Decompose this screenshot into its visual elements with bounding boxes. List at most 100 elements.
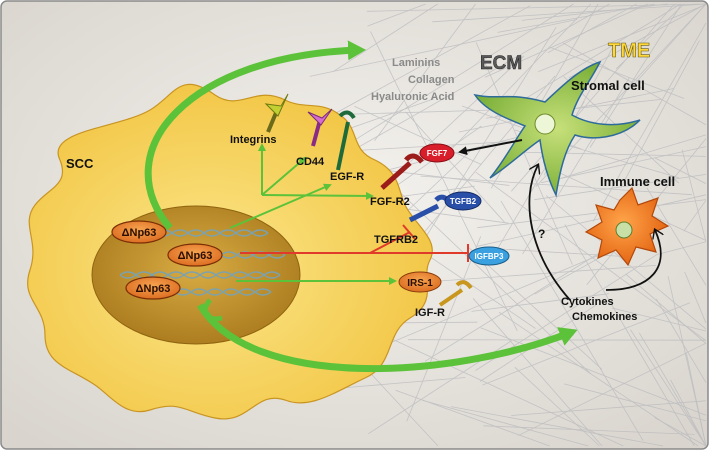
igf-r-receptor <box>438 280 473 307</box>
cytokines-label: Cytokines <box>561 296 614 308</box>
cd44-label: CD44 <box>296 156 325 168</box>
ecm-fiber <box>657 241 707 255</box>
ecm-fiber <box>432 3 707 23</box>
fgf-r2-label: FGF-R2 <box>370 196 410 208</box>
egf-r-receptor <box>336 110 356 171</box>
np63-bot: ΔNp63 <box>125 276 181 300</box>
ecm-fiber <box>681 149 707 242</box>
ecm-fiber <box>320 3 574 162</box>
ecm-fiber <box>511 400 707 416</box>
tgfb2-label: TGFB2 <box>450 197 477 206</box>
ecm-fiber <box>630 329 707 447</box>
stromal-cell <box>473 60 641 198</box>
cd44-receptor <box>307 108 333 147</box>
np63-bot-label: ΔNp63 <box>136 283 171 295</box>
scc-label: SCC <box>66 156 94 171</box>
ecm-fiber <box>654 417 707 447</box>
activation-arrows <box>229 143 397 285</box>
ecm-fiber <box>510 3 675 192</box>
np63-top-label: ΔNp63 <box>122 227 157 239</box>
ecm-fiber <box>451 406 664 447</box>
arrow-cytokines-to-stromal <box>528 165 571 301</box>
tgfb2-ligand: TGFB2 <box>444 191 482 211</box>
np63-mid: ΔNp63 <box>167 243 223 267</box>
ecm-fiber <box>440 3 592 161</box>
chemokines-label: Chemokines <box>572 311 637 323</box>
ecm-fiber <box>353 320 624 447</box>
ecm-fiber <box>437 265 656 282</box>
ecm-fiber <box>484 3 648 78</box>
irs1-molecule: IRS-1 <box>398 271 442 293</box>
ecm-fiber <box>422 399 589 447</box>
hyaluronic-acid-label: Hyaluronic Acid <box>371 91 454 103</box>
ecm-fiber <box>563 383 707 422</box>
ecm-fiber <box>405 111 506 224</box>
ecm-fiber <box>534 174 707 201</box>
ecm-fiber <box>538 4 707 72</box>
egf-r-label: EGF-R <box>330 171 364 183</box>
ecm-fiber <box>322 5 531 121</box>
ecm-fiber <box>517 342 707 437</box>
immune-cell <box>584 186 670 267</box>
arrow-to-cytokines <box>196 303 578 373</box>
ecm-fiber <box>410 26 557 262</box>
np63-top: ΔNp63 <box>111 220 167 244</box>
igfbp3-label: IGFBP3 <box>475 252 504 261</box>
stromal-cell-label: Stromal cell <box>571 78 645 93</box>
ecm-fiber <box>366 3 706 12</box>
ecm-fiber <box>367 255 599 353</box>
ecm-fiber <box>646 187 707 286</box>
ecm-fiber <box>475 42 573 265</box>
fgf7-ligand: FGF7 <box>419 143 455 163</box>
ecm-fiber <box>406 236 482 422</box>
ecm-fiber <box>625 273 707 344</box>
igf-r-label: IGF-R <box>415 307 445 319</box>
ecm-fiber <box>320 3 610 170</box>
arrow-cytokines-to-immune <box>605 230 661 291</box>
ecm-fiber <box>686 353 707 447</box>
ecm-fiber <box>410 55 525 162</box>
laminins-label: Laminins <box>392 57 440 69</box>
ecm-fiber <box>467 246 603 370</box>
ecm-fiber <box>620 40 700 188</box>
ecm-fiber <box>547 3 637 54</box>
ecm-fiber <box>611 307 707 332</box>
immune-cell-label: Immune cell <box>600 174 675 189</box>
arrow-stromal-to-fgf7 <box>458 139 523 156</box>
fgf7-label: FGF7 <box>427 149 448 158</box>
np63-mid-label: ΔNp63 <box>178 250 213 262</box>
ecm-fiber <box>655 298 707 383</box>
ecm-fiber <box>670 379 707 447</box>
ecm-fiber <box>374 3 476 141</box>
ecm-fiber <box>367 3 426 27</box>
ecm-fiber <box>477 199 707 229</box>
question-mark-label: ? <box>538 227 545 241</box>
ecm-fiber <box>472 298 603 447</box>
ecm-label: ECM <box>480 53 522 74</box>
ecm-fiber <box>684 271 707 324</box>
inhibition-arrows <box>240 224 469 262</box>
ecm-fiber <box>514 366 600 447</box>
ecm-fiber <box>638 332 707 447</box>
ecm-fiber <box>471 293 609 312</box>
ecm-fiber <box>592 22 707 222</box>
ecm-fiber <box>330 377 466 390</box>
integrins-label: Integrins <box>230 134 276 146</box>
arrow-to-cytokines-return <box>202 298 223 322</box>
ecm-fiber <box>522 77 630 255</box>
ecm-fiber <box>560 134 707 179</box>
ecm-fiber <box>395 389 550 447</box>
ecm-fiber <box>655 157 707 184</box>
arrow-to-ecm <box>144 40 366 231</box>
irs1-label: IRS-1 <box>407 278 433 289</box>
ecm-fiber <box>549 46 685 99</box>
integrins-receptor <box>264 93 289 133</box>
ecm-fiber <box>480 327 707 416</box>
ecm-fiber <box>475 171 707 342</box>
igfbp3-ligand: IGFBP3 <box>468 246 510 266</box>
tgfrb2-label: TGFRB2 <box>374 234 418 246</box>
collagen-label: Collagen <box>408 74 455 86</box>
ecm-fiber <box>482 302 691 386</box>
